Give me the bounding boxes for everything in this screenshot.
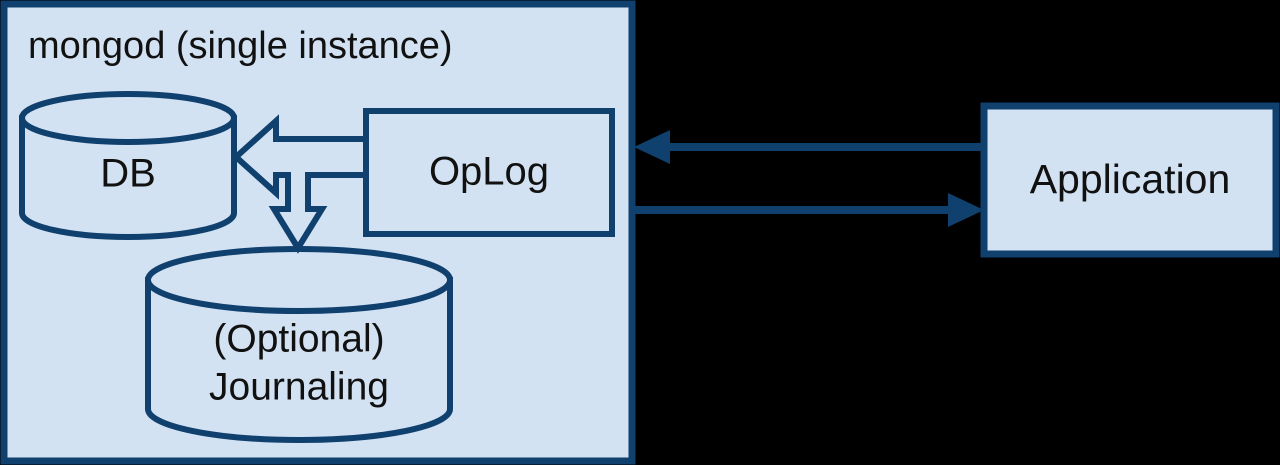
edge-oplog-to-db[interactable] [231,114,369,200]
mongod-to-application-arrowhead [948,193,984,227]
application-label: Application [1030,156,1231,202]
journaling-label-line1: (Optional) [213,317,384,360]
edge-mongod-to-application[interactable] [634,193,984,227]
oplog-to-journaling-arrow [268,172,328,254]
journaling-label-line2: Journaling [209,365,389,408]
db-label: DB [100,152,156,196]
db-cylinder-body [19,115,237,240]
db-node[interactable]: DB [19,91,237,240]
oplog-label: OpLog [429,150,549,194]
journaling-cylinder-body [145,277,453,443]
edge-application-to-mongod[interactable] [634,130,984,164]
db-cylinder-top [19,91,237,145]
edge-oplog-to-journaling[interactable] [268,170,328,254]
oplog-branch-stem-cover [291,170,305,180]
application-to-mongod-arrowhead [634,130,670,164]
oplog-node[interactable]: OpLog [363,108,615,237]
mongod-title: mongod (single instance) [28,25,453,67]
oplog-to-db-arrow [231,114,369,200]
application-node[interactable]: Application [980,102,1280,258]
application-box [980,102,1280,258]
journaling-node[interactable]: (Optional) Journaling [145,246,453,443]
journaling-cylinder-top [145,246,453,314]
